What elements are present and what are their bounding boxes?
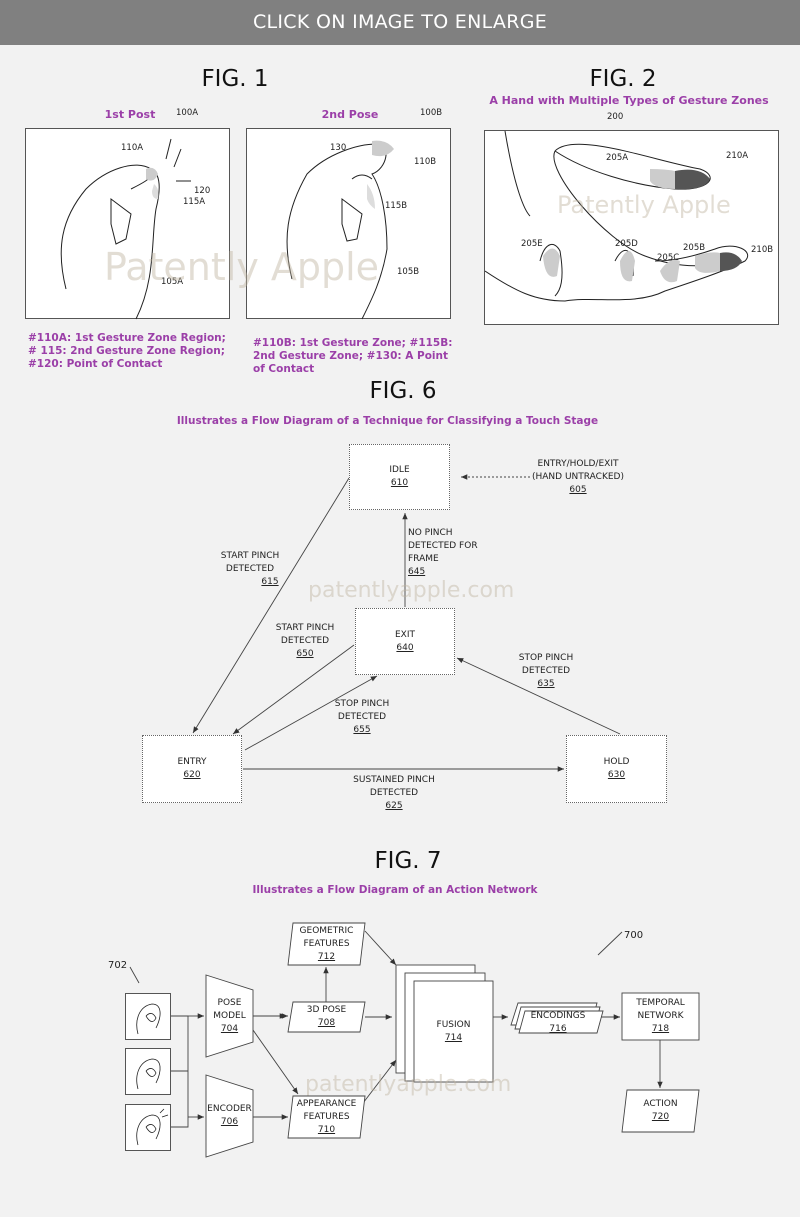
hand-gesture-zones-illustration: [485, 131, 748, 302]
hand-pinch-illustration: [286, 140, 394, 320]
ref-105b: 105B: [397, 267, 420, 277]
pose1-label: 1st Post: [104, 108, 156, 121]
geometric-shape: [287, 922, 366, 966]
state-label: ENTRY: [177, 757, 207, 767]
ref-205b: 205B: [683, 243, 706, 253]
ref-105a: 105A: [161, 277, 184, 287]
ref-120: 120: [194, 186, 211, 196]
input-frame-1: [125, 993, 171, 1040]
input-frame-3: [125, 1104, 171, 1151]
watermark: patentlyapple.com: [308, 578, 515, 603]
ref-210b: 210B: [751, 245, 774, 255]
enlarge-image-banner[interactable]: CLICK ON IMAGE TO ENLARGE: [0, 0, 800, 45]
hand-pinch-illustration: [60, 138, 191, 320]
state-exit[interactable]: EXIT 640: [355, 608, 455, 675]
fig1-pose2-panel[interactable]: 130 110B 115B 105B: [246, 128, 451, 320]
watermark: Patently Apple: [557, 191, 731, 219]
fig6-subtitle: Illustrates a Flow Diagram of a Techniqu…: [176, 415, 599, 427]
ref-100b: 100B: [420, 108, 443, 118]
fig1-title: FIG. 1: [201, 66, 269, 92]
ref-702: 702: [108, 960, 128, 971]
state-label: HOLD: [603, 757, 630, 767]
ref-700: 700: [624, 930, 644, 941]
fig1-pose1-panel[interactable]: 110A 120 115A 105A: [25, 128, 230, 320]
state-idle[interactable]: IDLE 610: [349, 444, 450, 510]
ref-200: 200: [607, 112, 624, 122]
pose3d-shape: [287, 1001, 366, 1033]
ref-110b: 110B: [414, 157, 437, 167]
ref-205d: 205D: [615, 239, 638, 249]
transition-605: ENTRY/HOLD/EXIT(HAND UNTRACKED)605: [532, 459, 624, 495]
fig2-panel[interactable]: 205A 210A 205E 205D 205C 205B 210B Paten…: [484, 130, 779, 325]
pose-model-shape: [205, 974, 254, 1058]
fig7-title: FIG. 7: [374, 848, 442, 874]
watermark: patentlyapple.com: [305, 1072, 512, 1097]
pose2-label: 2nd Pose: [321, 108, 379, 121]
fig6-title: FIG. 6: [369, 378, 437, 404]
fig7-subtitle: Illustrates a Flow Diagram of an Action …: [252, 884, 538, 896]
state-hold[interactable]: HOLD 630: [566, 735, 667, 803]
ref-115a: 115A: [183, 197, 206, 207]
ref-110a: 110A: [121, 143, 144, 153]
ref-130: 130: [330, 143, 347, 153]
fig1-caption-2: #110B: 1st Gesture Zone; #115B: 2nd Gest…: [253, 337, 453, 375]
state-label: IDLE: [389, 465, 410, 475]
hand-icon: [136, 1058, 161, 1090]
state-number: 640: [396, 642, 414, 653]
ref-205e: 205E: [521, 239, 543, 249]
ref-205a: 205A: [606, 153, 629, 163]
ref-205c: 205C: [657, 253, 680, 263]
hand-icon: [136, 1003, 161, 1035]
hand-icon: [136, 1108, 169, 1146]
encoder-shape: [205, 1074, 254, 1158]
state-number: 620: [183, 770, 201, 780]
watermark: Patently Apple: [104, 245, 380, 289]
state-label: EXIT: [394, 629, 415, 640]
ref-115b: 115B: [385, 201, 408, 211]
ref-100a: 100A: [176, 108, 199, 118]
appearance-shape: [287, 1095, 366, 1139]
state-number: 630: [607, 770, 626, 780]
fig1-caption-1: #110A: 1st Gesture Zone Region; # 115: 2…: [28, 332, 226, 370]
fig2-subtitle: A Hand with Multiple Types of Gesture Zo…: [489, 94, 769, 107]
input-frame-2: [125, 1048, 171, 1095]
state-entry[interactable]: ENTRY 620: [142, 735, 242, 803]
state-number: 610: [390, 478, 409, 488]
ref-210a: 210A: [726, 151, 749, 161]
fig2-title: FIG. 2: [589, 66, 657, 92]
